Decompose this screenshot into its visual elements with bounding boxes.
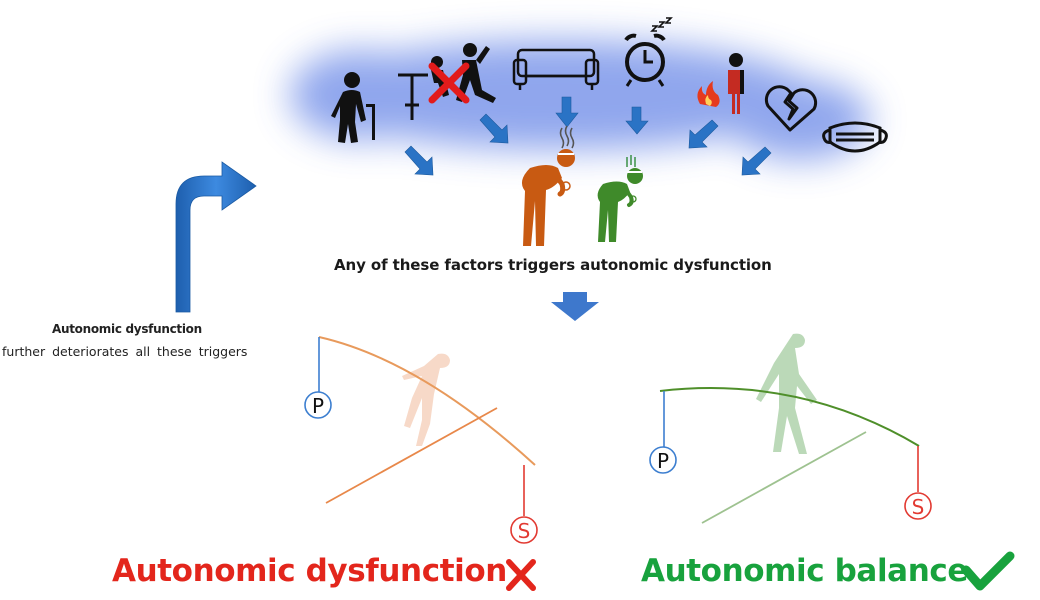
dysfunction-rope xyxy=(318,336,536,466)
balance-scene: P S xyxy=(649,333,932,524)
cross-icon xyxy=(506,559,536,591)
elderly-person-icon xyxy=(331,72,375,143)
sick-person-icon xyxy=(521,125,575,246)
p-marker-right xyxy=(649,446,677,474)
p-marker-left xyxy=(304,391,332,419)
trigger-caption: Any of these factors triggers autonomic … xyxy=(334,256,772,274)
p-label-right: P xyxy=(657,449,669,473)
s-marker-right xyxy=(904,492,932,520)
dysfunction-scene: P S xyxy=(304,336,538,544)
balance-title: Autonomic balance xyxy=(641,553,968,589)
feedback-arrow xyxy=(175,161,257,313)
s-label-left: S xyxy=(518,519,531,543)
dysfunction-title: Autonomic dysfunction xyxy=(112,553,507,589)
inflammation-person-icon xyxy=(697,53,744,114)
trigger-arrows xyxy=(404,96,772,176)
s-marker-left xyxy=(510,516,538,544)
feedback-title: Autonomic dysfunction xyxy=(52,322,202,336)
no-exercise-icon xyxy=(398,43,496,120)
dysfunction-tightrope xyxy=(325,407,498,504)
feedback-text: further deteriorates all these triggers xyxy=(2,344,248,359)
balance-tightrope xyxy=(701,431,867,524)
balance-walker xyxy=(756,333,817,454)
check-icon xyxy=(961,551,1015,591)
face-mask-icon xyxy=(822,121,888,153)
dysfunction-walker xyxy=(402,353,450,446)
down-arrow xyxy=(551,292,599,321)
s-label-right: S xyxy=(912,495,925,519)
broken-heart-icon xyxy=(764,85,818,132)
p-label-left: P xyxy=(312,394,324,418)
sick-person-icon-2 xyxy=(597,155,643,242)
alarm-clock-icon xyxy=(624,17,673,87)
trigger-cloud xyxy=(290,40,870,160)
sofa-icon xyxy=(512,48,600,90)
balance-rope xyxy=(659,387,920,447)
